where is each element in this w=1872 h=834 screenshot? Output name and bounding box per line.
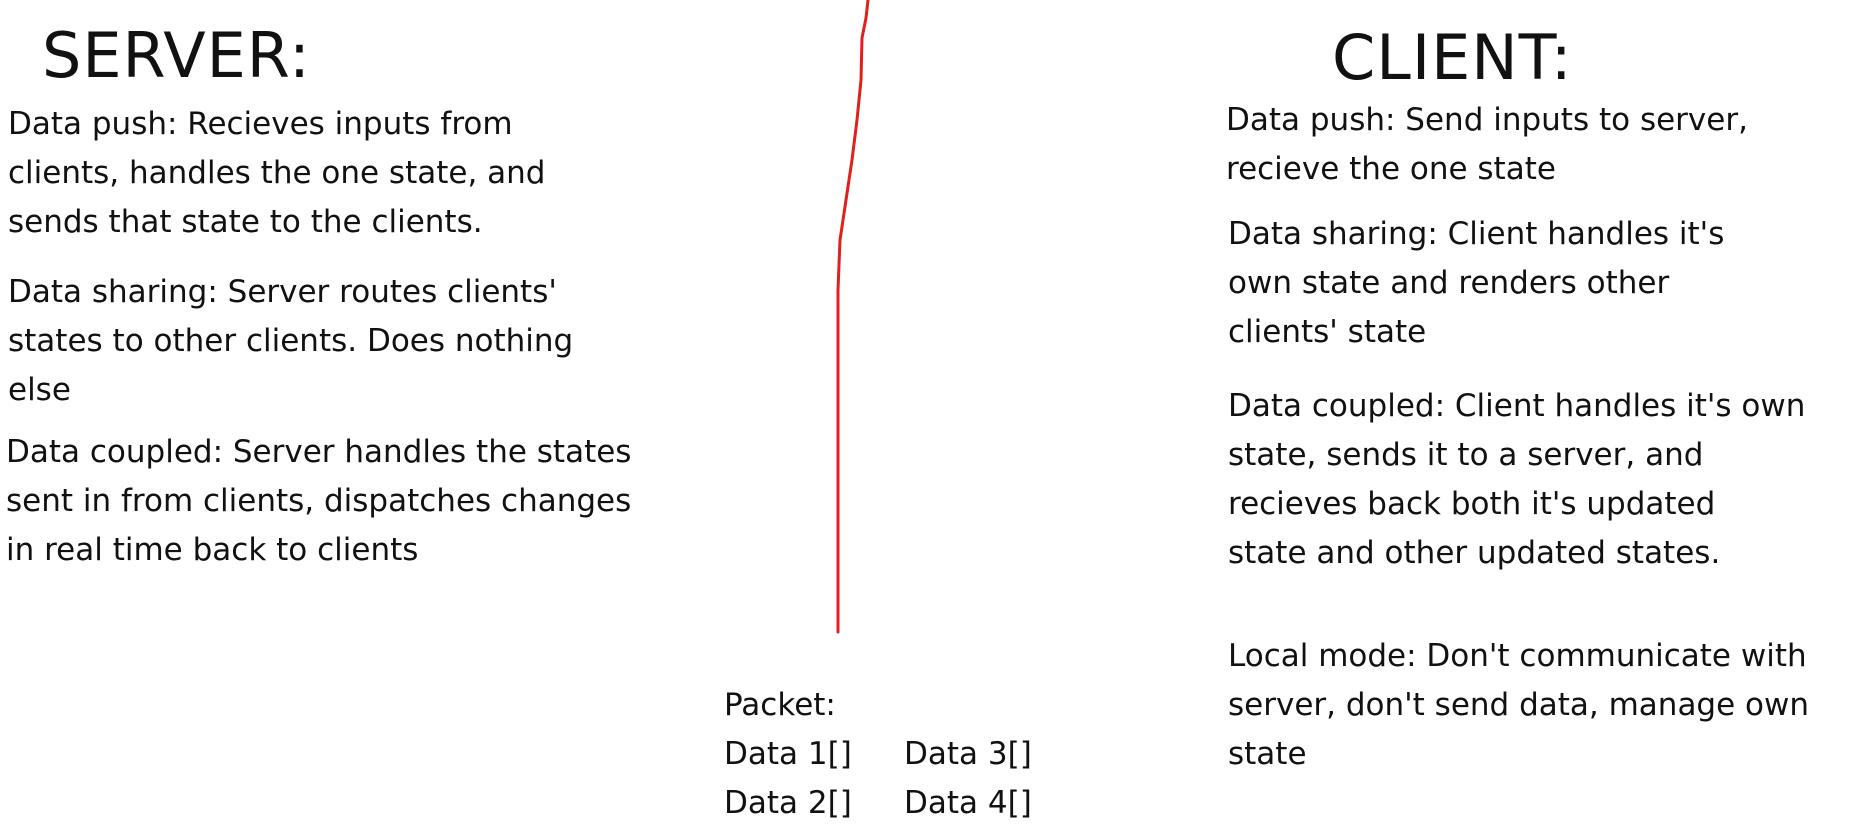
packet-row: Data 2[] Data 4[] bbox=[724, 779, 1032, 828]
packet-item: Data 1[] bbox=[724, 736, 852, 772]
text-line: Data sharing: Server routes clients' bbox=[8, 274, 557, 310]
text-line: Data coupled: Server handles the states bbox=[6, 434, 632, 470]
text-line: state bbox=[1228, 736, 1307, 772]
text-line: Data coupled: Client handles it's own bbox=[1228, 388, 1806, 424]
text-line: Data push: Recieves inputs from bbox=[8, 106, 513, 142]
divider-stroke bbox=[836, 0, 870, 634]
text-line: else bbox=[8, 372, 71, 408]
server-data-push: Data push: Recieves inputs from clients,… bbox=[8, 100, 546, 247]
text-line: recieve the one state bbox=[1226, 151, 1556, 187]
text-line: Data push: Send inputs to server, bbox=[1226, 102, 1748, 138]
server-heading: SERVER: bbox=[42, 19, 311, 92]
text-line: own state and renders other bbox=[1228, 265, 1670, 301]
packet-item: Data 3[] bbox=[904, 736, 1032, 772]
text-line: recieves back both it's updated bbox=[1228, 486, 1716, 522]
text-line: sent in from clients, dispatches changes bbox=[6, 483, 632, 519]
text-line: clients' state bbox=[1228, 314, 1427, 350]
text-line: server, don't send data, manage own bbox=[1228, 687, 1810, 723]
packet-block: Packet: Data 1[] Data 3[] Data 2[] Data 4[… bbox=[724, 681, 1032, 828]
text-line: state and other updated states. bbox=[1228, 535, 1721, 571]
client-local-mode: Local mode: Don't communicate with serve… bbox=[1228, 632, 1809, 779]
server-data-sharing: Data sharing: Server routes clients' sta… bbox=[8, 268, 573, 415]
text-line: Data sharing: Client handles it's bbox=[1228, 216, 1725, 252]
packet-item: Data 4[] bbox=[904, 785, 1032, 821]
text-line: sends that state to the clients. bbox=[8, 204, 483, 240]
packet-item: Data 2[] bbox=[724, 785, 852, 821]
client-data-sharing: Data sharing: Client handles it's own st… bbox=[1228, 210, 1724, 357]
server-data-coupled: Data coupled: Server handles the states … bbox=[6, 428, 631, 575]
text-line: state, sends it to a server, and bbox=[1228, 437, 1704, 473]
packet-row: Data 1[] Data 3[] bbox=[724, 730, 1032, 779]
text-line: clients, handles the one state, and bbox=[8, 155, 546, 191]
packet-title: Packet: bbox=[724, 687, 836, 723]
text-line: Local mode: Don't communicate with bbox=[1228, 638, 1807, 674]
client-data-push: Data push: Send inputs to server, reciev… bbox=[1226, 96, 1748, 194]
text-line: states to other clients. Does nothing bbox=[8, 323, 574, 359]
client-data-coupled: Data coupled: Client handles it's own st… bbox=[1228, 382, 1805, 578]
client-heading: CLIENT: bbox=[1332, 21, 1573, 94]
text-line: in real time back to clients bbox=[6, 532, 419, 568]
